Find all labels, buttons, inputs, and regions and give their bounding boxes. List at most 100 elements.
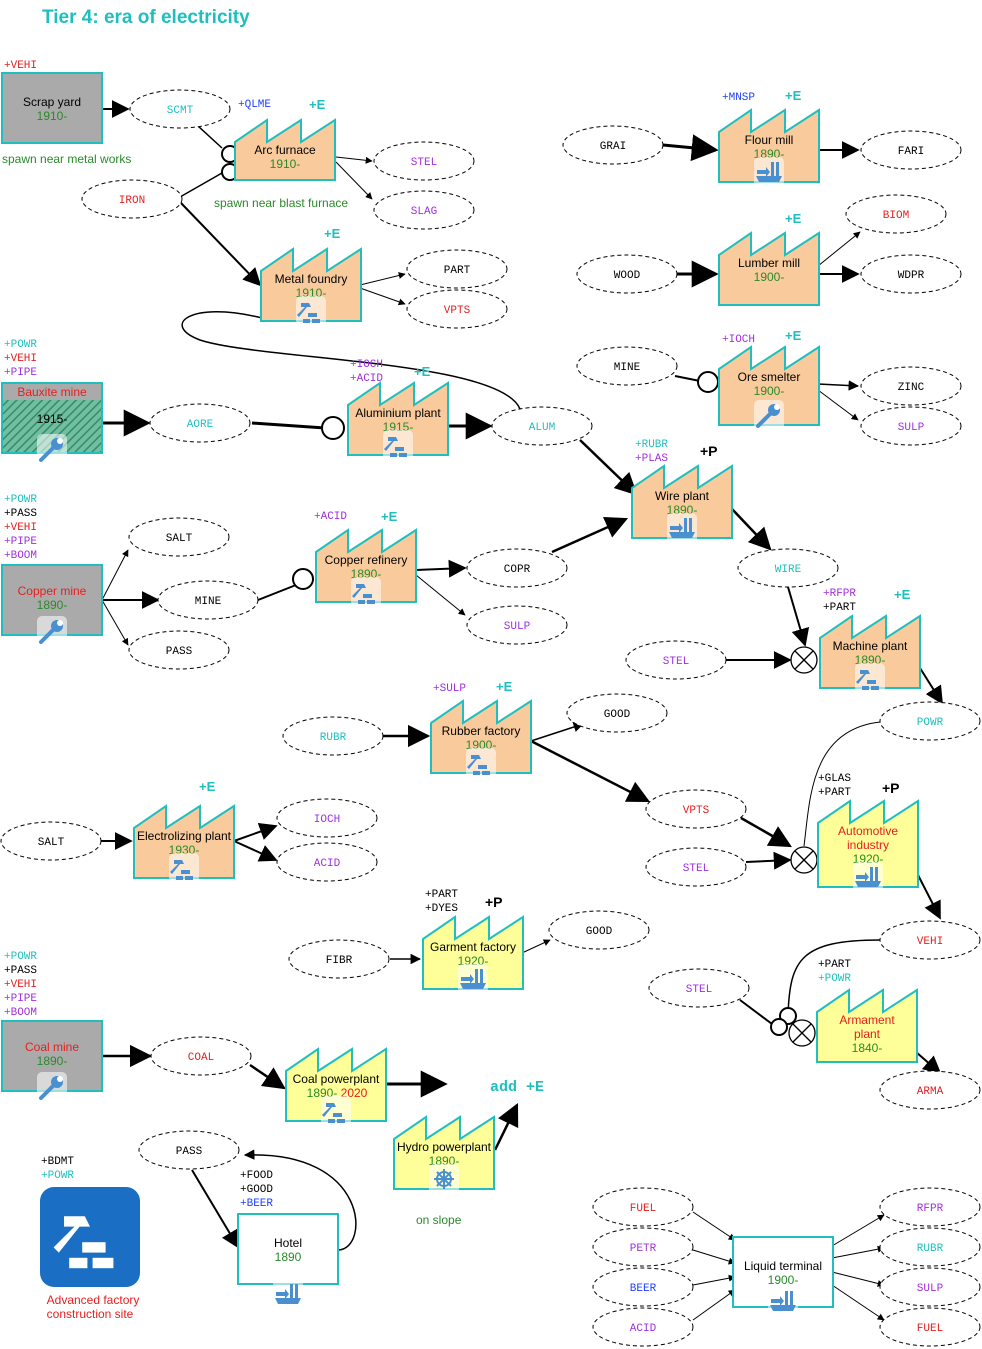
factory-name: Rubber factory	[442, 724, 521, 738]
box-name: Bauxite mine	[17, 385, 87, 399]
cargo-acid: ACID	[276, 842, 378, 882]
modifier-tag: +VEHI	[4, 979, 37, 991]
cargo-label: SCMT	[167, 105, 194, 117]
factory-name: Copper refinery	[325, 553, 408, 567]
tool-icon	[37, 1072, 67, 1102]
cargo-label: GOOD	[604, 709, 631, 721]
cargo-label: VEHI	[917, 936, 943, 948]
flow-arrow	[692, 1274, 736, 1286]
cargo-wdpr: WDPR	[860, 254, 962, 294]
ship-icon	[458, 964, 488, 994]
box-name: Copper mine	[18, 584, 87, 598]
cargo-scmt: SCMT	[129, 89, 231, 129]
ship-icon	[853, 862, 883, 892]
flow-arrow	[551, 516, 629, 554]
cargo-label: RUBR	[320, 732, 347, 744]
flow-arrow	[191, 1169, 239, 1249]
flow-arrow	[181, 311, 521, 410]
flow-arrow	[233, 822, 278, 842]
cargo-label: STEL	[411, 157, 437, 169]
flow-arrow	[917, 874, 941, 920]
cargo-wire: WIRE	[737, 548, 839, 588]
flow-arrow	[257, 584, 297, 601]
box-name: Hotel	[274, 1236, 302, 1250]
flow-arrow	[359, 287, 406, 306]
merge-cross	[790, 646, 818, 674]
modifier-tag: +PLAS	[635, 453, 668, 465]
modifier-tag: +P	[485, 894, 503, 910]
factory-name: Machine plant	[833, 639, 908, 653]
cargo-acid: ACID	[592, 1307, 694, 1347]
cargo-label: RUBR	[917, 1243, 944, 1255]
cargo-label: STEL	[663, 656, 689, 668]
ship-icon	[754, 157, 784, 187]
cargo-good: GOOD	[548, 910, 650, 950]
modifier-tag: +POWR	[41, 1170, 74, 1182]
ship-icon	[667, 513, 697, 543]
cargo-zinc: ZINC	[860, 366, 962, 406]
ship-icon	[273, 1279, 303, 1309]
modifier-tag: +E	[309, 97, 326, 112]
cargo-powr: POWR	[879, 701, 981, 741]
modifier-tag: +IOCH	[350, 359, 383, 371]
modifier-tag: +POWR	[818, 973, 851, 985]
box-name: Coal mine	[25, 1040, 79, 1054]
flow-arrow	[692, 1249, 736, 1265]
modifier-tag: +PASS	[4, 965, 37, 977]
cargo-label: RFPR	[917, 1203, 944, 1215]
cargo-pass: PASS	[128, 630, 230, 670]
cargo-rfpr: RFPR	[879, 1187, 981, 1227]
modifier-tag: +DYES	[425, 903, 458, 915]
modifier-tag: +RFPR	[823, 588, 856, 600]
cargo-label: WDPR	[898, 270, 925, 282]
modifier-tag: +BEER	[240, 1198, 273, 1210]
flow-arrow	[180, 202, 262, 287]
cargo-label: BEER	[630, 1283, 657, 1295]
modifier-tag: +PIPE	[4, 536, 37, 548]
page-title: Tier 4: era of electricity	[42, 7, 250, 28]
flow-arrow	[919, 667, 943, 705]
build-icon	[351, 577, 381, 607]
legend-label: construction site	[47, 1307, 134, 1321]
cargo-sulp: SULP	[879, 1267, 981, 1307]
box-name: Liquid terminal	[744, 1259, 822, 1273]
flow-arrow	[915, 1051, 942, 1075]
merge-connector	[770, 1018, 788, 1036]
box-year: 1890-	[37, 598, 68, 612]
cargo-rubr: RUBR	[282, 716, 384, 756]
cargo-label: COAL	[188, 1052, 214, 1064]
flow-arrow	[803, 721, 881, 847]
cargo-label: GRAI	[600, 141, 626, 153]
flow-arrow	[579, 439, 638, 496]
flow-arrow	[101, 549, 129, 601]
modifier-tag: +FOOD	[240, 1170, 273, 1182]
modifier-tag: +E	[199, 779, 216, 794]
flow-arrow	[731, 508, 772, 551]
modifier-tag: +VEHI	[4, 353, 37, 365]
flow-arrow	[692, 1289, 736, 1321]
factory-name: Arc furnace	[254, 143, 316, 157]
modifier-tag: +QLME	[238, 99, 271, 111]
note-scrap-note: spawn near metal works	[2, 152, 131, 166]
factory-name: Automotive	[838, 824, 898, 838]
cargo-fibr: FIBR	[288, 939, 390, 979]
flow-arrow	[530, 739, 651, 803]
flow-arrow	[493, 1102, 519, 1151]
cargo-petr: PETR	[592, 1227, 694, 1267]
cargo-slag: SLAG	[373, 190, 475, 230]
cargo-iron: IRON	[81, 179, 183, 219]
cargo-label: ZINC	[898, 382, 925, 394]
modifier-tag: +PART	[425, 889, 458, 901]
merge-cross	[790, 846, 818, 874]
factory-name: Wire plant	[655, 489, 710, 503]
modifier-tag: +IOCH	[722, 334, 755, 346]
